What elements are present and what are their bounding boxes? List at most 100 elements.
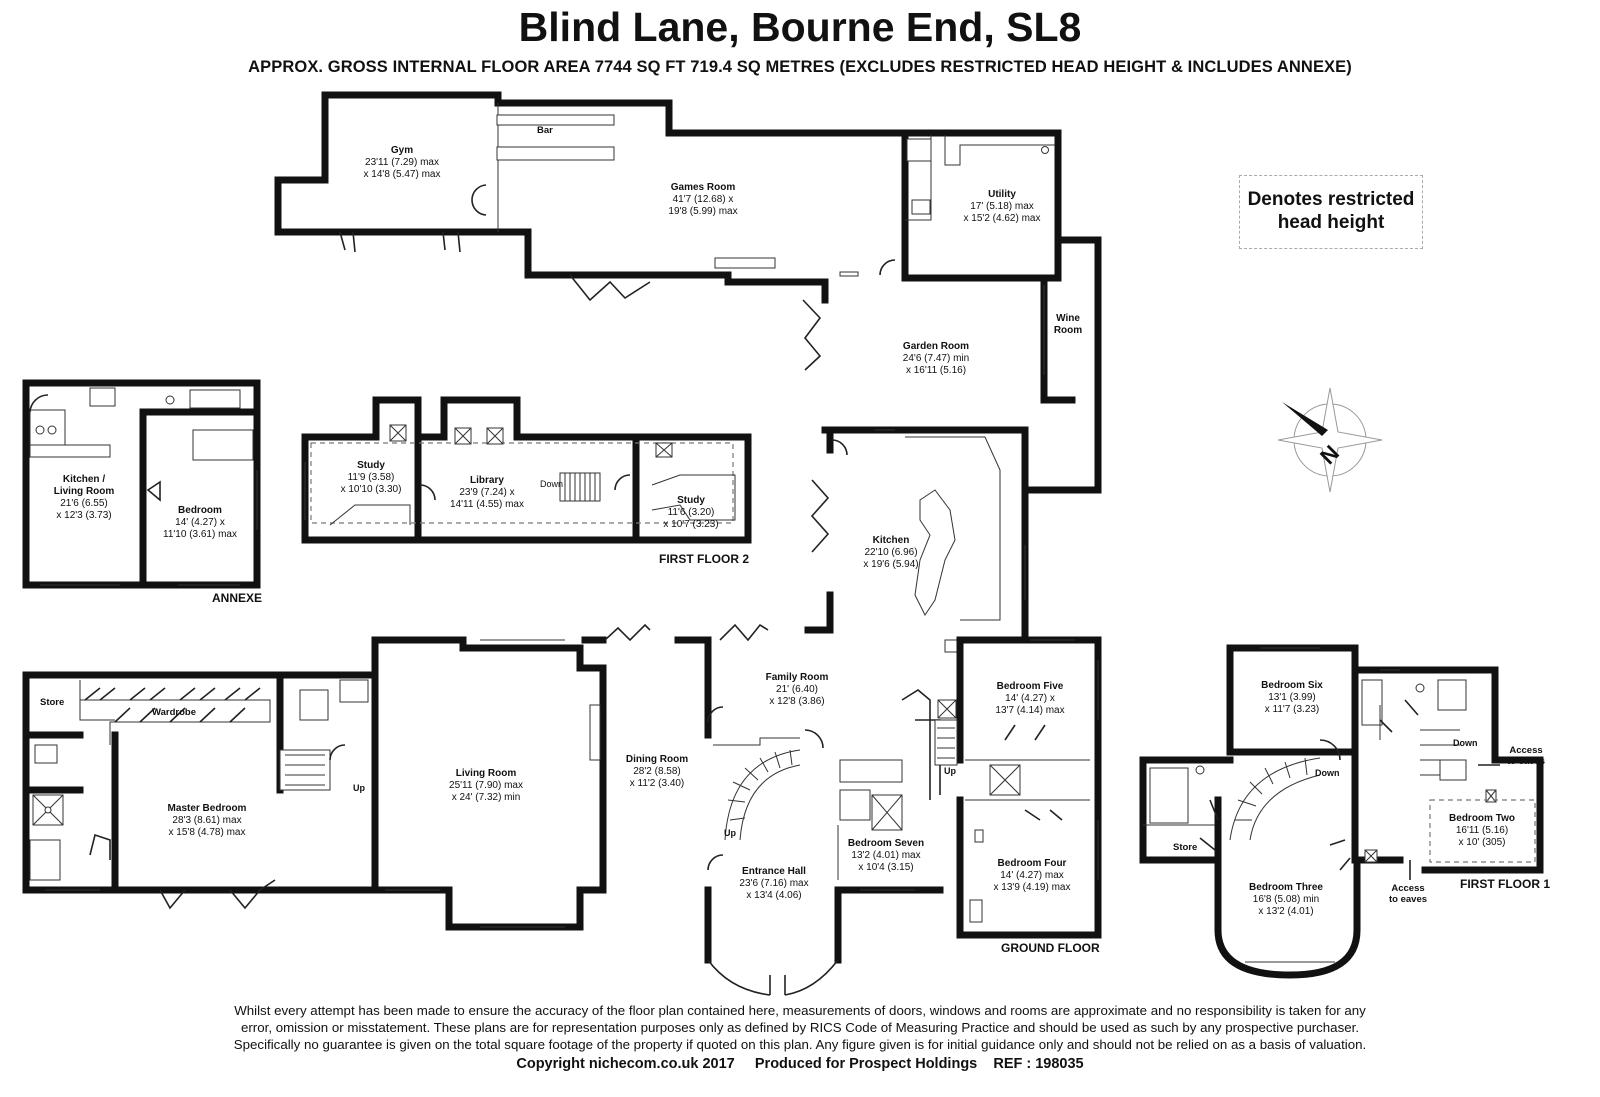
room-name: Family Room: [765, 672, 829, 683]
legend-line-1: Denotes restricted: [1247, 189, 1415, 210]
room-dim: 23'9 (7.24) x: [459, 487, 515, 498]
room-name: Living Room: [53, 486, 115, 497]
room-name: Gym: [390, 145, 414, 156]
room-dim: 16'8 (5.08) min: [1252, 894, 1320, 905]
disclaimer-line-1: Whilst every attempt has been made to en…: [234, 1003, 1366, 1018]
room-library: Library 23'9 (7.24) x 14'11 (4.55) max: [450, 475, 524, 511]
room-dim: x 12'8 (3.86): [769, 696, 825, 707]
room-bedroom-six: Bedroom Six 13'1 (3.99) x 11'7 (3.23): [1261, 680, 1323, 716]
room-dim: 21' (6.40): [776, 684, 818, 695]
room-dim: 23'11 (7.29) max: [365, 157, 439, 168]
room-name: Study: [357, 460, 385, 471]
room-name: Room: [1053, 325, 1083, 336]
label-down-library: Down: [540, 479, 564, 489]
label-store-ff1: Store: [1173, 842, 1198, 853]
floor-label-annexe: ANNEXE: [212, 591, 263, 605]
room-dim: x 14'8 (5.47) max: [363, 169, 441, 180]
label-wardrobe: Wardrobe: [152, 707, 196, 718]
room-dim: 19'8 (5.99) max: [668, 206, 738, 217]
room-dim: x 10'4 (3.15): [858, 862, 914, 873]
room-dim: x 13'9 (4.19) max: [993, 882, 1071, 893]
room-name: Kitchen /: [62, 474, 106, 485]
room-dim: 13'2 (4.01) max: [851, 850, 921, 861]
room-family-room: Family Room 21' (6.40) x 12'8 (3.86): [766, 672, 829, 708]
room-dim: 13'1 (3.99): [1268, 692, 1316, 703]
label-access-eaves-2: Access to eaves: [1389, 883, 1427, 905]
room-bedroom-four: Bedroom Four 14' (4.27) max x 13'9 (4.19…: [994, 858, 1071, 894]
room-name: Bedroom: [178, 505, 222, 516]
access-eaves-2-line-2: to eaves: [1388, 894, 1428, 905]
room-master-bedroom: Master Bedroom 28'3 (8.61) max x 15'8 (4…: [168, 803, 247, 839]
room-bedroom-seven: Bedroom Seven 13'2 (4.01) max x 10'4 (3.…: [848, 838, 924, 874]
room-bedroom-three: Bedroom Three 16'8 (5.08) min x 13'2 (4.…: [1249, 882, 1323, 918]
room-name: Wine: [1056, 313, 1080, 324]
room-dim: x 12'3 (3.73): [56, 510, 112, 521]
room-dim: 11'6 (3.20): [667, 507, 715, 518]
upper-block-fixtures: [339, 103, 1055, 375]
room-name: Bedroom Three: [1249, 882, 1323, 893]
room-name: Entrance Hall: [742, 866, 806, 877]
room-dim: 16'11 (5.16): [1455, 825, 1509, 836]
room-dim: x 15'8 (4.78) max: [168, 827, 246, 838]
plan-title: Blind Lane, Bourne End, SL8: [518, 4, 1082, 50]
room-name: Study: [677, 495, 705, 506]
room-living-room: Living Room 25'11 (7.90) max x 24' (7.32…: [449, 768, 523, 804]
room-name: Bedroom Two: [1449, 813, 1515, 824]
room-name: Bedroom Seven: [847, 838, 925, 849]
room-name: Library: [470, 475, 504, 486]
room-garden-room: Garden Room 24'6 (7.47) min x 16'11 (5.1…: [903, 341, 969, 377]
room-games-room: Games Room 41'7 (12.68) x 19'8 (5.99) ma…: [668, 182, 737, 218]
room-name: Bedroom Five: [996, 681, 1064, 692]
ground-floor-fixtures: [29, 623, 1099, 996]
room-name: Dining Room: [625, 754, 689, 765]
room-dim: 11'9 (3.58): [347, 472, 395, 483]
label-up-ground: Up: [944, 766, 956, 776]
room-name: Games Room: [670, 182, 736, 193]
room-dim: 14' (4.27) x: [175, 517, 225, 528]
room-bedroom-five: Bedroom Five 14' (4.27) x 13'7 (4.14) ma…: [995, 681, 1064, 717]
ground-floor-walls: [22, 636, 1102, 964]
disclaimer-line-2: error, omission or misstatement. These p…: [240, 1020, 1360, 1035]
room-dim: 22'10 (6.96): [864, 547, 918, 558]
room-dim: 11'10 (3.61) max: [163, 529, 237, 540]
room-name: Kitchen: [872, 535, 910, 546]
label-access-eaves-1: Access to eaves: [1507, 745, 1545, 767]
restricted-height-legend: Denotes restricted head height: [1239, 175, 1423, 249]
disclaimer-line-3: Specifically no guarantee is given on th…: [233, 1037, 1367, 1052]
room-dim: 28'3 (8.61) max: [172, 815, 242, 826]
room-dim: x 24' (7.32) min: [451, 792, 521, 803]
label-down-ff1-b: Down: [1453, 738, 1478, 748]
room-dim: x 10' (305): [1458, 837, 1506, 848]
room-dim: x 19'6 (5.94): [863, 559, 919, 570]
room-annexe-bedroom: Bedroom 14' (4.27) x 11'10 (3.61) max: [163, 505, 237, 541]
room-wine-room: Wine Room: [1054, 313, 1082, 337]
room-name: Garden Room: [902, 341, 970, 352]
room-dim: 17' (5.18) max: [970, 201, 1034, 212]
room-bedroom-two: Bedroom Two 16'11 (5.16) x 10' (305): [1449, 813, 1515, 849]
annexe-fixtures: [29, 387, 258, 586]
room-dim: x 11'7 (3.23): [1264, 704, 1320, 715]
room-utility: Utility 17' (5.18) max x 15'2 (4.62) max: [964, 189, 1041, 225]
room-annexe-kitchen: Kitchen / Living Room 21'6 (6.55) x 12'3…: [54, 474, 115, 522]
room-dim: x 15'2 (4.62) max: [963, 213, 1041, 224]
room-dim: 23'6 (7.16) max: [739, 878, 809, 889]
room-gym: Gym 23'11 (7.29) max x 14'8 (5.47) max: [364, 145, 441, 181]
room-kitchen: Kitchen 22'10 (6.96) x 19'6 (5.94): [863, 535, 918, 571]
room-name: Utility: [988, 189, 1016, 200]
room-dim: 13'7 (4.14) max: [995, 705, 1065, 716]
floor-label-ground-floor: GROUND FLOOR: [1001, 941, 1100, 955]
copyright-line: Copyright nichecom.co.uk 2017 Produced f…: [516, 1056, 1084, 1072]
first-floor-2-fixtures: [304, 424, 736, 526]
room-dim: 14' (4.27) max: [1000, 870, 1064, 881]
room-dim: x 10'7 (3.23): [663, 519, 719, 530]
first-floor-1-walls: [1139, 644, 1544, 979]
room-dim: 41'7 (12.68) x: [672, 194, 734, 205]
room-name: Master Bedroom: [167, 803, 247, 814]
label-bar: Bar: [537, 125, 553, 136]
room-study-1: Study 11'9 (3.58) x 10'10 (3.30): [341, 460, 402, 496]
room-dim: 25'11 (7.90) max: [449, 780, 523, 791]
room-dining-room: Dining Room 28'2 (8.58) x 11'2 (3.40): [626, 754, 688, 790]
room-entrance-hall: Entrance Hall 23'6 (7.16) max x 13'4 (4.…: [739, 866, 808, 902]
room-dim: 28'2 (8.58): [633, 766, 681, 777]
